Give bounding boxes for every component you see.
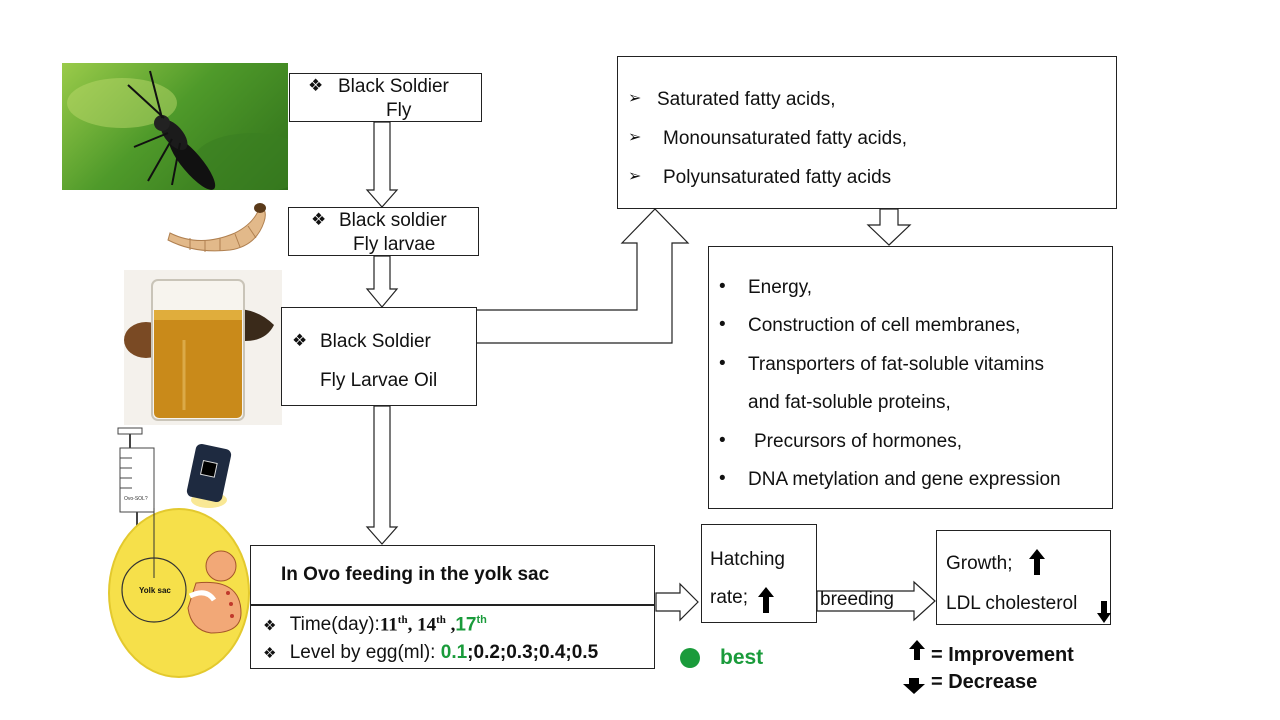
arrow-oil-to-inovo — [365, 405, 399, 545]
legend-improvement: = Improvement — [931, 644, 1074, 666]
arrow-bullet-icon: ➢ — [628, 168, 642, 185]
fatty-acid-item: Monounsaturated fatty acids, — [663, 128, 907, 149]
function-item: Construction of cell membranes, — [748, 315, 1021, 336]
time-label: Time(day): — [289, 614, 380, 636]
egg-embryo-image: Yolk sac — [106, 508, 252, 678]
larvae-label-1: Black soldier — [339, 210, 447, 231]
legend-decrease: = Decrease — [931, 671, 1038, 693]
syringe-label: Ovo-SOL? — [124, 496, 148, 502]
growth-label: Growth; — [946, 553, 1013, 574]
larvae-label-2: Fly larvae — [353, 234, 436, 255]
flashlight-image — [185, 440, 235, 510]
in-ovo-divider — [251, 604, 654, 606]
up-arrow-icon — [758, 587, 774, 613]
arrow-fatty-to-functions — [866, 208, 912, 246]
up-arrow-icon — [909, 640, 925, 660]
time-value-17-best: 17 — [455, 614, 477, 636]
time-value-14: 14 — [417, 614, 437, 636]
ldl-label: LDL cholesterol — [946, 593, 1078, 614]
diamond-bullet-icon: ❖ — [308, 76, 324, 95]
function-item: DNA metylation and gene expression — [748, 469, 1061, 490]
growth-box: Growth; LDL cholesterol — [936, 530, 1111, 625]
larva-image — [160, 198, 270, 253]
diamond-bullet-icon: ❖ — [292, 331, 308, 350]
breeding-label: breeding — [820, 589, 894, 610]
level-row: ❖ Level by egg(ml): 0.1;0.2;0.3;0.4;0.5 — [263, 642, 598, 664]
time-sep: , — [407, 614, 418, 636]
fly-image — [62, 63, 288, 190]
hatching-label-1: Hatching — [710, 549, 785, 570]
down-arrow-icon — [903, 678, 925, 694]
best-label: best — [720, 646, 764, 669]
up-arrow-icon — [1029, 549, 1045, 575]
fatty-acid-item: Saturated fatty acids, — [657, 89, 836, 110]
dot-bullet-icon: • — [719, 276, 726, 297]
level-other-values: ;0.2;0.3;0.4;0.5 — [467, 642, 599, 663]
time-sup: th — [476, 614, 487, 626]
function-item: Precursors of hormones, — [754, 431, 963, 452]
bsf-label-2: Fly — [386, 100, 412, 121]
level-label: Level by egg(ml): — [289, 642, 441, 663]
down-arrow-icon — [1097, 601, 1111, 623]
arrow-fly-to-larvae — [365, 121, 399, 208]
dot-bullet-icon: • — [719, 430, 726, 451]
arrow-breeding — [816, 580, 936, 622]
dot-bullet-icon: • — [719, 468, 726, 489]
dot-bullet-icon: • — [719, 314, 726, 335]
hatching-label-2: rate; — [710, 587, 749, 608]
arrow-bullet-icon: ➢ — [628, 90, 642, 107]
syringe-image: Ovo-SOL? — [112, 426, 172, 526]
function-item: Energy, — [748, 277, 813, 298]
oil-label-2: Fly Larvae Oil — [320, 370, 438, 391]
hatching-box: Hatching rate; — [701, 524, 817, 623]
best-dot-icon — [680, 648, 700, 668]
function-item: and fat-soluble proteins, — [748, 392, 951, 413]
arrow-larvae-to-oil — [365, 255, 399, 308]
time-sup: th — [436, 614, 446, 626]
yolk-sac-label: Yolk sac — [139, 586, 171, 595]
functions-box: • Energy, • Construction of cell membran… — [708, 246, 1113, 509]
arrow-bullet-icon: ➢ — [628, 129, 642, 146]
time-row: ❖ Time(day):11th, 14th ,17th — [263, 614, 487, 636]
diamond-bullet-icon: ❖ — [263, 617, 277, 635]
bsf-label-1: Black Soldier — [338, 76, 449, 97]
fatty-acid-item: Polyunsaturated fatty acids — [663, 167, 892, 188]
larvae-box: ❖ Black soldier Fly larvae — [288, 207, 479, 256]
diamond-bullet-icon: ❖ — [311, 210, 327, 229]
level-best-value: 0.1 — [440, 642, 468, 663]
dot-bullet-icon: • — [719, 353, 726, 374]
time-sup: th — [397, 614, 408, 626]
oil-label-1: Black Soldier — [320, 331, 431, 352]
arrow-inovo-to-hatching — [655, 582, 699, 622]
time-sep: , — [445, 614, 456, 636]
in-ovo-box: In Ovo feeding in the yolk sac ❖ Time(da… — [250, 545, 655, 669]
arrow-oil-to-fatty-acids — [477, 208, 690, 344]
function-item: Transporters of fat-soluble vitamins — [748, 354, 1045, 375]
in-ovo-title: In Ovo feeding in the yolk sac — [281, 564, 550, 585]
black-soldier-fly-box: ❖ Black Soldier Fly — [289, 73, 482, 122]
diamond-bullet-icon: ❖ — [263, 645, 277, 662]
larvae-oil-box: ❖ Black Soldier Fly Larvae Oil — [281, 307, 477, 406]
fatty-acids-box: ➢ Saturated fatty acids, ➢ Monounsaturat… — [617, 56, 1117, 209]
time-value-11: 11 — [379, 614, 398, 636]
oil-beaker-image — [124, 270, 282, 425]
